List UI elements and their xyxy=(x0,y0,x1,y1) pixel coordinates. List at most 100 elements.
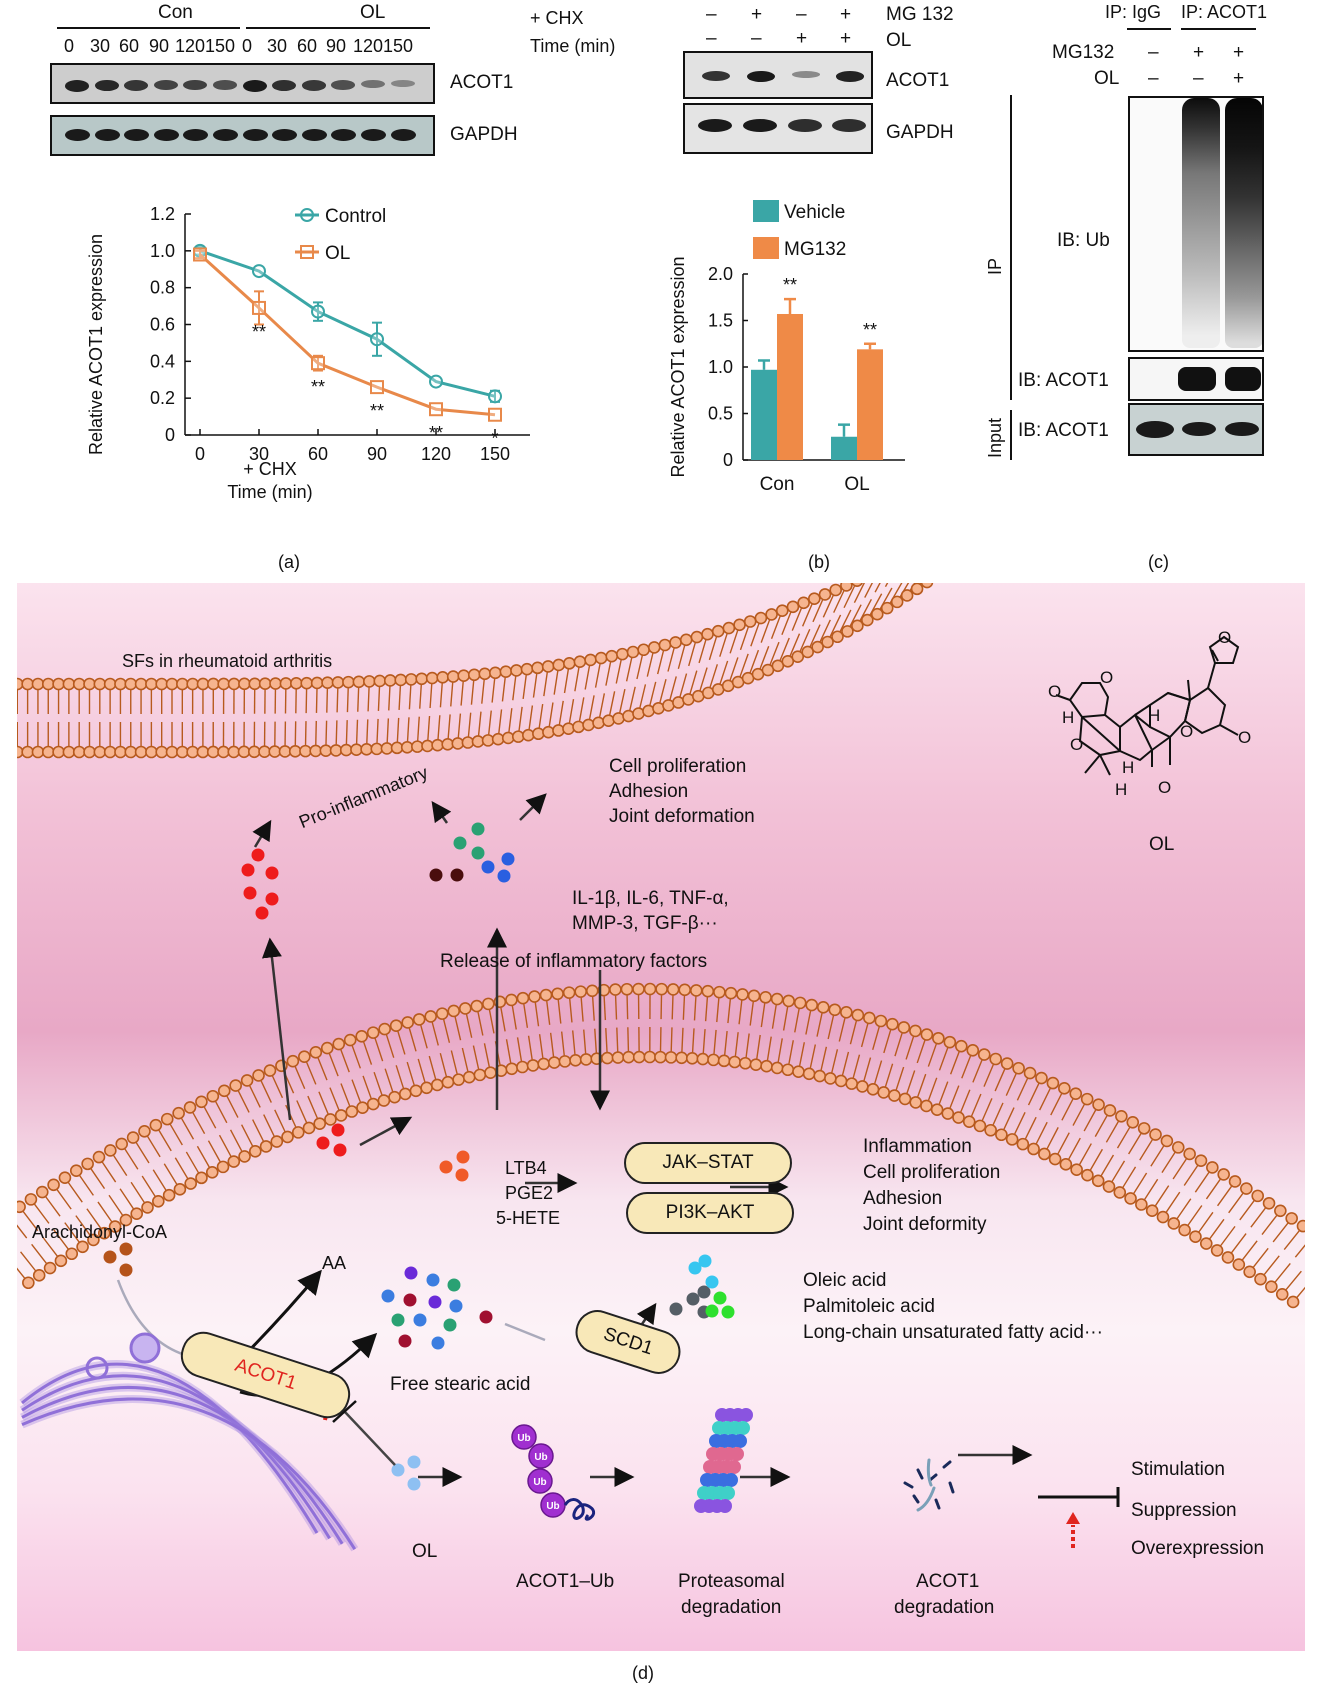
lipid-head xyxy=(886,1017,899,1031)
lipid-head xyxy=(808,592,821,605)
lipid-head xyxy=(611,1051,625,1064)
er-cisterna-outline xyxy=(21,1374,331,1540)
lipid-tail xyxy=(1061,1098,1074,1121)
lipid-tail xyxy=(938,1081,949,1105)
molecule-dot xyxy=(431,1336,445,1350)
lipid-head xyxy=(1171,1141,1185,1154)
molecule-dot xyxy=(407,1477,421,1491)
blot-c-label-ol: OL xyxy=(1094,68,1120,89)
lipid-head xyxy=(383,674,397,687)
lipid-head xyxy=(643,982,657,996)
svg-text:O: O xyxy=(1158,778,1171,797)
lipid-tail xyxy=(549,1032,555,1057)
lipid-head xyxy=(626,645,640,659)
fragment xyxy=(948,1481,955,1494)
blot-b-acot1 xyxy=(683,51,873,99)
lipid-tail xyxy=(738,1000,743,1025)
lipid-head xyxy=(115,1137,129,1151)
x-tick-label: 120 xyxy=(421,444,451,464)
lipid-tail xyxy=(518,706,523,731)
lipid-head xyxy=(360,743,373,756)
acot1-deg-0: ACOT1 xyxy=(916,1571,980,1592)
lipid-tail xyxy=(894,1033,903,1057)
molecule-dot xyxy=(447,1278,461,1292)
significance-mark: * xyxy=(491,429,498,449)
lipid-head xyxy=(722,621,736,635)
lane-label: 30 xyxy=(90,36,111,56)
svg-text:H: H xyxy=(1062,708,1074,727)
lipid-tail xyxy=(580,997,584,1022)
fragment xyxy=(916,1468,924,1480)
lipid-head xyxy=(749,1058,763,1071)
lipid-head xyxy=(759,991,772,1004)
lipid-tail xyxy=(682,995,686,1020)
molecule-dot xyxy=(429,868,443,882)
lipid-tail xyxy=(789,633,801,657)
acot1-band xyxy=(302,80,326,91)
lipid-head xyxy=(52,745,65,759)
lipid-tail xyxy=(781,612,792,635)
lipid-head xyxy=(401,1016,414,1029)
molecule-dot xyxy=(698,1254,712,1268)
lipid-head xyxy=(31,677,45,691)
legend-suppression: Suppression xyxy=(1131,1500,1237,1521)
lipid-head xyxy=(890,595,904,609)
lipid-tail xyxy=(377,686,381,711)
lipid-tail xyxy=(362,1075,372,1099)
gapdh-band xyxy=(788,119,822,132)
lipid-tail xyxy=(252,1119,264,1142)
lipid-head xyxy=(1296,1219,1305,1233)
lipid-head xyxy=(155,677,168,691)
lipid-tail xyxy=(760,619,771,643)
lipid-tail xyxy=(317,1057,328,1081)
lipid-head xyxy=(420,1081,433,1095)
lipid-head xyxy=(754,611,768,625)
lipid-head xyxy=(54,1254,68,1268)
lipid-tail xyxy=(417,1058,426,1083)
molecule-dot xyxy=(391,1463,405,1477)
lipid-tail xyxy=(574,667,580,692)
panel-label-b: (b) xyxy=(808,552,830,572)
molecule-dot xyxy=(265,892,279,906)
unsaturated-0: Oleic acid xyxy=(803,1270,887,1291)
molecule-dot xyxy=(407,1455,421,1469)
lipid-head xyxy=(1228,1175,1242,1188)
molecule-dot xyxy=(501,852,515,866)
lipid-tail xyxy=(305,1061,317,1085)
lipid-head xyxy=(217,1084,231,1098)
lipid-tail xyxy=(192,1112,206,1134)
lipid-tail xyxy=(584,665,591,690)
lipid-tail xyxy=(699,667,708,691)
lipid-head xyxy=(952,1111,965,1124)
ub-label: Ub xyxy=(533,1477,546,1488)
svg-text:O: O xyxy=(1048,682,1061,701)
lipid-head xyxy=(252,1069,265,1082)
lipid-tail xyxy=(439,683,443,708)
lipid-head xyxy=(138,1124,151,1138)
gapdh-band xyxy=(95,129,120,141)
acot1-band xyxy=(154,80,178,91)
lipid-tail xyxy=(745,1033,750,1058)
lipid-tail xyxy=(693,996,697,1021)
lipid-tail xyxy=(805,1010,812,1035)
lipid-head xyxy=(176,745,189,759)
lipid-tail xyxy=(708,636,718,661)
acot1-band xyxy=(272,80,296,92)
lipid-head xyxy=(669,636,682,649)
lipid-head xyxy=(195,1095,208,1109)
lipid-tail xyxy=(408,685,412,710)
acot1-band xyxy=(124,80,148,91)
molecule-dot xyxy=(456,1150,470,1164)
lipid-tail xyxy=(336,688,339,713)
lipid-head xyxy=(932,1031,945,1045)
acot1-band xyxy=(331,80,355,90)
significance-mark: ** xyxy=(370,401,384,421)
lipid-head xyxy=(435,1007,449,1020)
lipid-tail xyxy=(616,1027,619,1052)
lipid-head xyxy=(531,661,544,675)
lipid-head xyxy=(1156,1210,1170,1224)
ub-label: Ub xyxy=(534,1452,547,1463)
fragment xyxy=(928,1473,938,1482)
lipid-head xyxy=(425,671,439,685)
lipid-tail xyxy=(207,1140,221,1162)
